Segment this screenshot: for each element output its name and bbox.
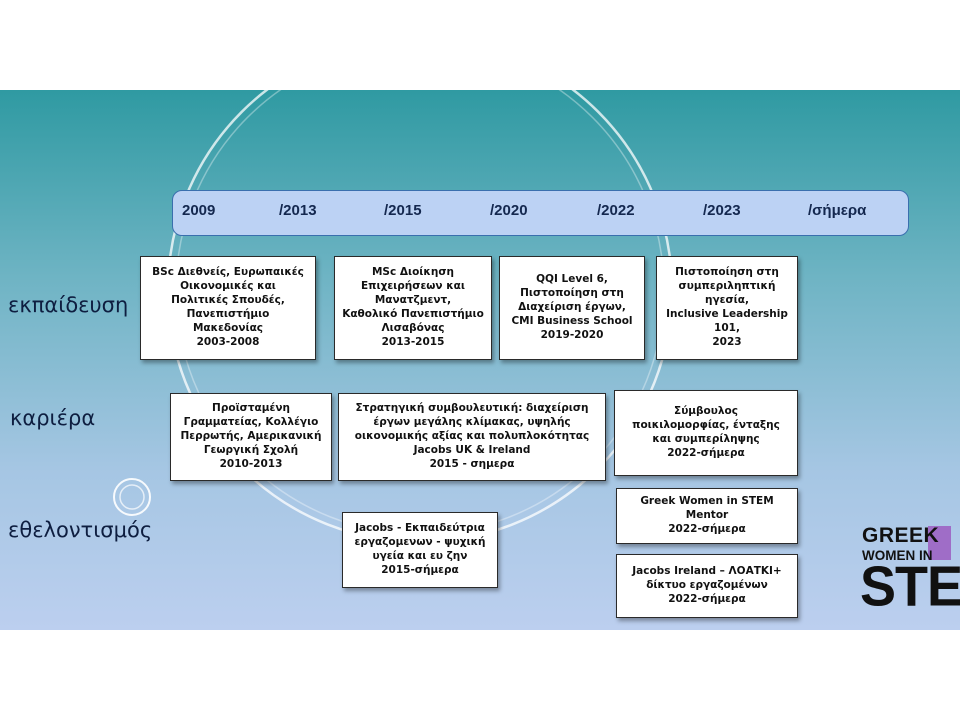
logo-text-women-in: WOMEN IN (862, 548, 933, 563)
greek-women-in-stem-logo: GREEK WOMEN IN STEM (860, 524, 960, 628)
year-2009: 2009 (182, 202, 216, 219)
card-vol-mentor: Greek Women in STEM Mentor 2022-σήμερα (616, 488, 798, 544)
card-career-diversity: Σύμβουλος ποικιλομορφίας, ένταξης και συ… (614, 390, 798, 476)
row-label-volunteering: εθελοντισμός (8, 518, 153, 542)
year-2013: /2013 (279, 202, 317, 219)
year-today: /σήμερα (808, 202, 867, 219)
logo-text-stem: STEM (860, 555, 960, 619)
logo-accent-square (928, 526, 951, 560)
card-vol-jacobs-trainer: Jacobs - Εκπαιδεύτρια εργαζομενων - ψυχι… (342, 512, 498, 588)
card-edu-bsc: BSc Διεθνείς, Ευρωπαικές Οικονομικές και… (140, 256, 316, 360)
card-vol-lgbtq: Jacobs Ireland – ΛΟΑΤΚΙ+ δίκτυο εργαζομέ… (616, 554, 798, 618)
card-career-jacobs: Στρατηγική συμβουλευτική: διαχείριση έργ… (338, 393, 606, 481)
card-career-perrotis: Προϊσταμένη Γραμματείας, Κολλέγιο Περρωτ… (170, 393, 332, 481)
year-2020: /2020 (490, 202, 528, 219)
card-edu-qqi: QQI Level 6, Πιστοποίηση στη Διαχείριση … (499, 256, 645, 360)
card-edu-msc: MSc Διοίκηση Επιχειρήσεων και Μανατζμεντ… (334, 256, 492, 360)
small-deco-circle-inner (119, 484, 145, 510)
slide-background: 2009 /2013 /2015 /2020 /2022 /2023 /σήμε… (0, 90, 960, 630)
row-label-education: εκπαίδευση (8, 293, 129, 317)
card-edu-leadership: Πιστοποίηση στη συμπεριληπτική ηγεσία, I… (656, 256, 798, 360)
row-label-career: καριέρα (10, 406, 96, 430)
timeline-bar (172, 190, 909, 236)
year-2022: /2022 (597, 202, 635, 219)
year-2015: /2015 (384, 202, 422, 219)
small-deco-circle (113, 478, 151, 516)
logo-text-greek: GREEK (862, 524, 940, 547)
year-2023: /2023 (703, 202, 741, 219)
